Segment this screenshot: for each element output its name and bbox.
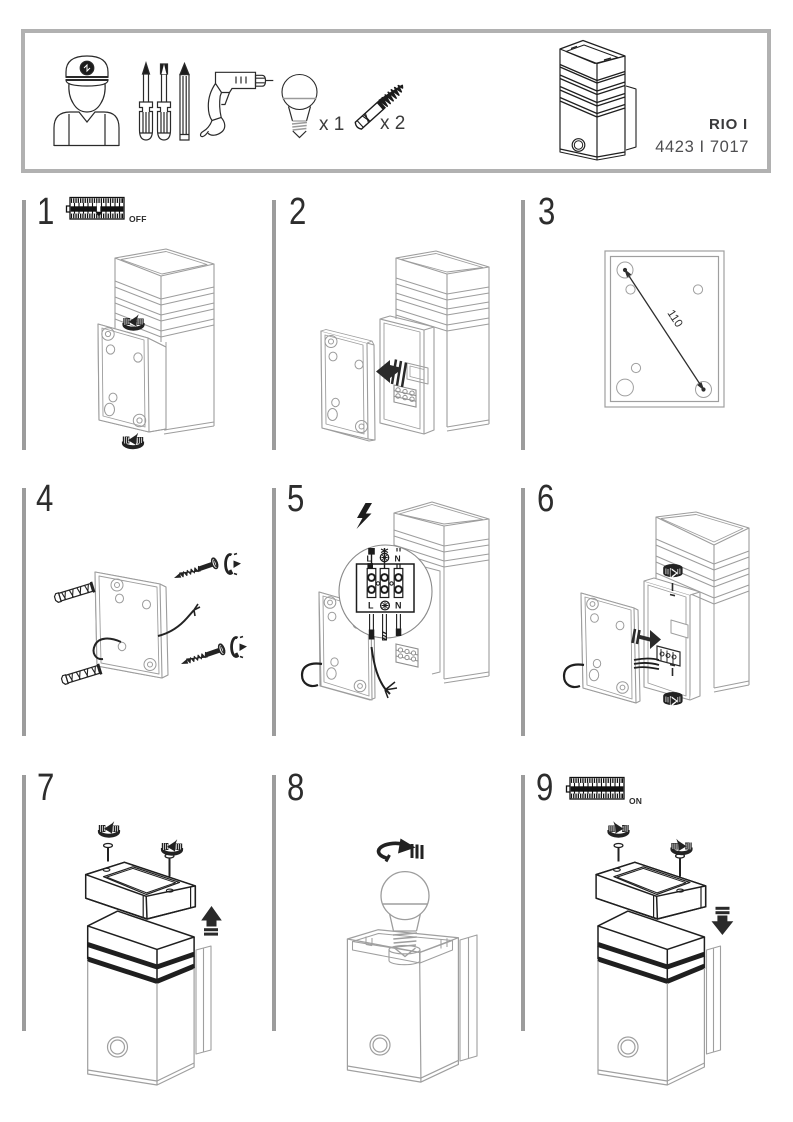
svg-text:110: 110 [664,308,684,330]
svg-text:L: L [367,554,372,564]
svg-text:N: N [395,554,401,564]
svg-text:x 2: x 2 [380,113,405,134]
svg-text:L: L [368,601,374,611]
svg-text:N: N [395,601,402,611]
svg-text:x 1: x 1 [319,114,344,135]
